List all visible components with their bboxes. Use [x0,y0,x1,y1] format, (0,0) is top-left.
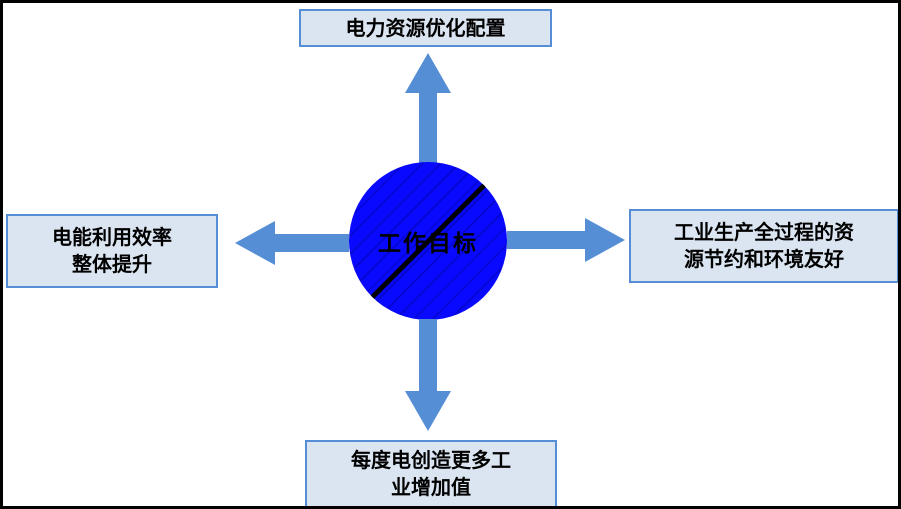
left-arrow [235,221,349,265]
up-arrow-body [419,93,437,165]
right-arrow [507,218,625,262]
down-arrow [405,319,451,431]
right-box-line2: 源节约和环境友好 [684,247,844,271]
left-box-line2: 整体提升 [72,252,152,276]
right-arrow-body [507,231,585,249]
down-arrow-head-icon [405,391,451,431]
bottom-box-line2: 业增加值 [391,475,471,499]
up-arrow-head-icon [405,53,451,93]
right-arrow-head-icon [585,218,625,262]
left-arrow-head-icon [235,221,275,265]
left-box-line1: 电能利用效率 [52,225,172,249]
down-arrow-body [419,319,437,391]
top-box-label: 电力资源优化配置 [345,15,506,40]
right-box-line1: 工业生产全过程的资 [674,220,854,244]
bottom-box: 每度电创造更多工 业增加值 [305,440,557,506]
center-label: 工作目标 [378,231,478,257]
up-arrow [405,53,451,165]
bottom-box-line1: 每度电创造更多工 [351,448,511,472]
right-box: 工业生产全过程的资 源节约和环境友好 [629,209,898,283]
center-circle: 工作目标 [349,162,507,320]
left-box: 电能利用效率 整体提升 [6,214,218,288]
top-box: 电力资源优化配置 [299,9,552,47]
left-arrow-body [275,234,349,252]
